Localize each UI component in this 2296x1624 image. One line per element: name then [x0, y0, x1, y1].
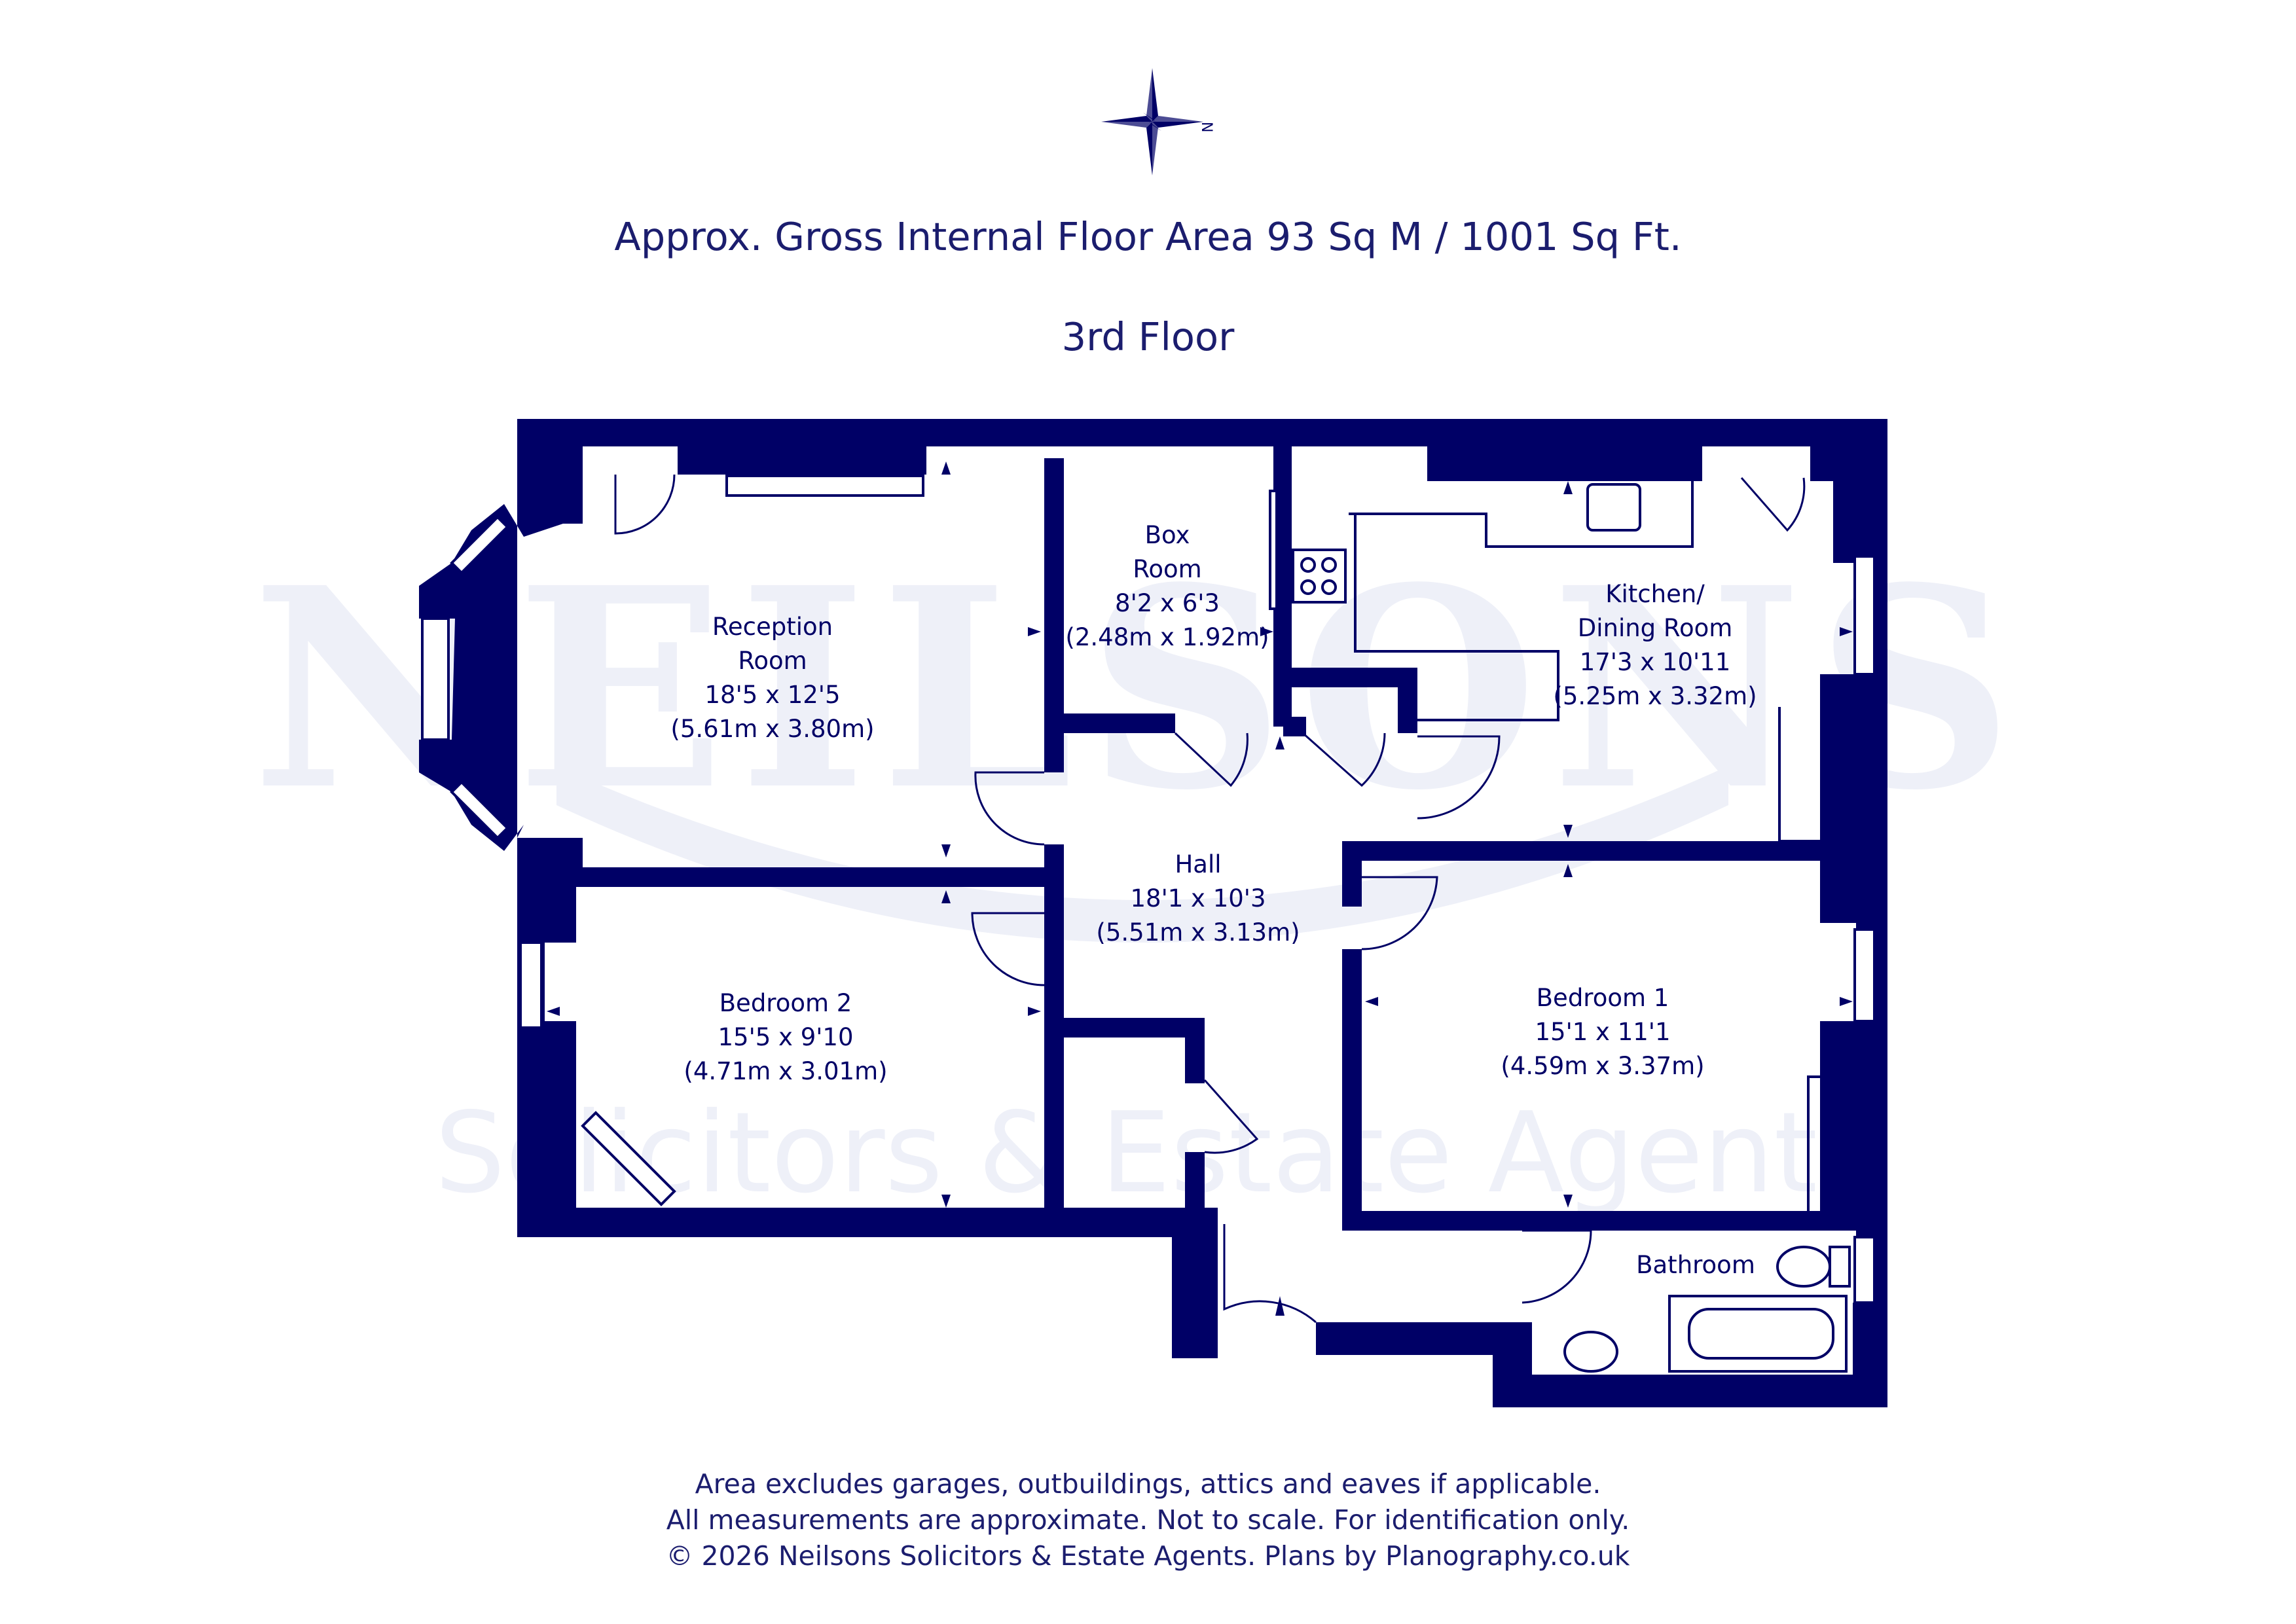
bedroom2-metric: (4.71m x 3.01m) — [683, 1057, 887, 1085]
room-label-bedroom2: Bedroom 2 15'5 x 9'10 (4.71m x 3.01m) — [683, 989, 887, 1085]
room-label-reception: Reception Room 18'5 x 12'5 (5.61m x 3.80… — [670, 613, 874, 743]
dimension-arrows — [458, 461, 1853, 1316]
kitchen-name-1: Kitchen/ — [1605, 580, 1705, 608]
room-label-box-room: Box Room 8'2 x 6'3 (2.48m x 1.92m) — [1065, 521, 1269, 651]
bedroom1-imperial: 15'1 x 11'1 — [1535, 1018, 1670, 1046]
watermark: NEILSONS Solicitors & Estate Agent — [251, 528, 2014, 1218]
hall-imperial: 18'1 x 10'3 — [1130, 884, 1266, 912]
windows — [421, 490, 1876, 1304]
room-label-kitchen: Kitchen/ Dining Room 17'3 x 10'11 (5.25m… — [1553, 580, 1757, 710]
floor-name: 3rd Floor — [1061, 314, 1235, 359]
room-label-hall: Hall 18'1 x 10'3 (5.51m x 3.13m) — [1096, 850, 1300, 947]
reception-name-1: Reception — [712, 613, 833, 641]
reception-name-2: Room — [738, 647, 807, 675]
kitchen-name-2: Dining Room — [1578, 614, 1733, 642]
hall-metric: (5.51m x 3.13m) — [1096, 918, 1300, 947]
north-letter: N — [1198, 122, 1214, 132]
compass-rose-icon: N — [1101, 68, 1214, 175]
box-room-metric: (2.48m x 1.92m) — [1065, 623, 1269, 651]
reception-imperial: 18'5 x 12'5 — [704, 681, 840, 709]
bedroom2-name: Bedroom 2 — [720, 989, 852, 1017]
bedroom1-name: Bedroom 1 — [1537, 984, 1669, 1012]
room-label-bedroom1: Bedroom 1 15'1 x 11'1 (4.59m x 3.37m) — [1501, 984, 1704, 1080]
kitchen-metric: (5.25m x 3.32m) — [1553, 682, 1757, 710]
box-room-name-2: Room — [1133, 555, 1201, 583]
bedroom2-imperial: 15'5 x 9'10 — [718, 1023, 853, 1051]
bathroom-name: Bathroom — [1636, 1251, 1755, 1279]
box-room-name-1: Box — [1145, 521, 1190, 549]
reception-metric: (5.61m x 3.80m) — [670, 715, 874, 743]
box-room-imperial: 8'2 x 6'3 — [1115, 589, 1220, 617]
footer-line-3: © 2026 Neilsons Solicitors & Estate Agen… — [666, 1540, 1630, 1572]
area-title: Approx. Gross Internal Floor Area 93 Sq … — [614, 214, 1682, 259]
footer-line-2: All measurements are approximate. Not to… — [666, 1504, 1630, 1536]
watermark-tagline: Solicitors & Estate Agent — [435, 1089, 1817, 1218]
bedroom1-metric: (4.59m x 3.37m) — [1501, 1052, 1704, 1080]
footer-line-1: Area excludes garages, outbuildings, att… — [695, 1468, 1601, 1500]
footer-notes: Area excludes garages, outbuildings, att… — [0, 1466, 2296, 1574]
hall-name: Hall — [1175, 850, 1221, 878]
fixtures — [725, 475, 1851, 1373]
kitchen-imperial: 17'3 x 10'11 — [1580, 648, 1731, 676]
doors — [614, 474, 1806, 1324]
